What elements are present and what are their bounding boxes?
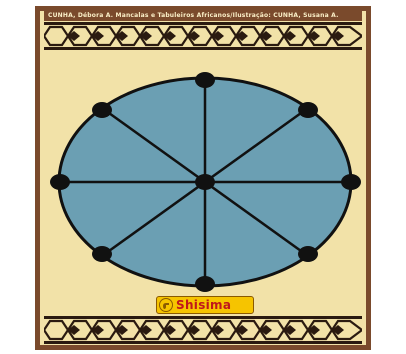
hand-pointer-icon bbox=[159, 298, 173, 312]
point-top-right[interactable] bbox=[298, 102, 318, 118]
game-title: Shisima bbox=[176, 296, 231, 314]
point-center[interactable] bbox=[195, 174, 215, 190]
point-bottom-left[interactable] bbox=[92, 246, 112, 262]
bottom-decorative-border bbox=[44, 316, 362, 344]
top-decorative-border bbox=[44, 22, 362, 50]
point-right[interactable] bbox=[341, 174, 361, 190]
point-top-left[interactable] bbox=[92, 102, 112, 118]
shisima-board bbox=[44, 62, 362, 298]
point-bottom[interactable] bbox=[195, 276, 215, 292]
shisima-logo: Shisima bbox=[156, 296, 254, 314]
point-left[interactable] bbox=[50, 174, 70, 190]
point-top[interactable] bbox=[195, 72, 215, 88]
credit-line: CUNHA, Débora A. Mancalas e Tabuleiros A… bbox=[44, 11, 362, 21]
point-bottom-right[interactable] bbox=[298, 246, 318, 262]
